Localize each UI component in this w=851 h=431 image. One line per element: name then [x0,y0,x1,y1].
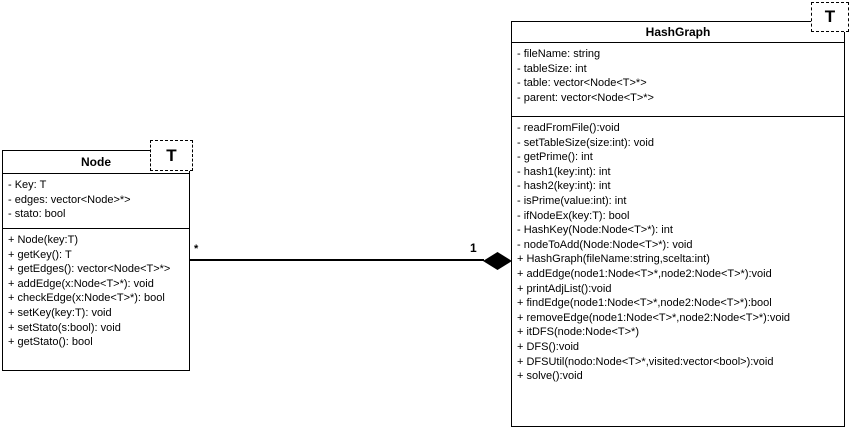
uml-method: - hash1(key:int): int [517,165,611,178]
uml-method: + printAdjList():void [517,282,612,295]
uml-method: + checkEdge(x:Node<T>*): bool [8,292,165,305]
uml-method: + DFSUtil(nodo:Node<T>*,visited:vector<b… [517,355,774,368]
uml-method: - ifNodeEx(key:T): bool [517,209,630,222]
uml-attribute: - edges: vector<Node>*> [8,193,131,206]
uml-method: + addEdge(node1:Node<T>*,node2:Node<T>*)… [517,267,772,280]
uml-method: + removeEdge(node1:Node<T>*,node2:Node<T… [517,311,791,324]
uml-class-node[interactable]: Node - Key: T - edges: vector<Node>*> - … [2,150,190,371]
node-methods-section: + Node(key:T) + getKey(): T + getEdges()… [3,229,189,370]
template-parameter-label: T [166,145,177,165]
uml-method: + findEdge(node1:Node<T>*,node2:Node<T>*… [517,297,772,310]
uml-attribute: - parent: vector<Node<T>*> [517,91,654,104]
template-parameter-box-hashgraph[interactable]: T [811,2,849,32]
uml-method: - isPrime(value:int): int [517,194,627,207]
uml-method: + getKey(): T [8,248,72,261]
uml-attribute: - tableSize: int [517,62,587,75]
uml-method: - setTableSize(size:int): void [517,136,654,149]
multiplicity-source: * [194,243,199,255]
uml-method: - readFromFile():void [517,122,620,134]
uml-method: - getPrime(): int [517,151,593,164]
uml-attribute: - table: vector<Node<T>*> [517,77,647,90]
template-parameter-box-node[interactable]: T [150,140,193,171]
multiplicity-target: 1 [470,241,477,255]
uml-method: - nodeToAdd(Node:Node<T>*): void [517,238,693,251]
uml-method: + setKey(key:T): void [8,306,112,319]
uml-method: + DFS():void [517,340,580,353]
composition-diamond-icon[interactable] [483,252,512,270]
uml-method: + addEdge(x:Node<T>*): void [8,277,154,290]
uml-attribute: - stato: bool [8,208,66,221]
class-title-node: Node [3,151,189,174]
hashgraph-attributes-section: - fileName: string - tableSize: int - ta… [512,43,844,117]
hashgraph-methods-section: - readFromFile():void - setTableSize(siz… [512,117,844,426]
uml-method: + setStato(s:bool): void [8,321,121,334]
node-attributes-section: - Key: T - edges: vector<Node>*> - stato… [3,174,189,229]
uml-method: - HashKey(Node:Node<T>*): int [517,224,673,237]
uml-method: + Node(key:T) [8,234,78,246]
uml-method: - hash2(key:int): int [517,180,611,193]
uml-method: + itDFS(node:Node<T>*) [517,326,639,339]
uml-method: + HashGraph(fileName:string,scelta:int) [517,253,710,266]
template-parameter-label: T [824,7,836,26]
uml-attribute: - fileName: string [517,48,601,60]
uml-method: + solve():void [517,370,583,383]
class-title-hashgraph: HashGraph [512,22,844,43]
uml-attribute: - Key: T [8,179,47,191]
uml-method: + getEdges(): vector<Node<T>*> [8,263,171,276]
uml-class-hashgraph[interactable]: HashGraph - fileName: string - tableSize… [511,21,845,427]
uml-method: + getStato(): bool [8,336,93,349]
association-line[interactable] [190,259,484,261]
